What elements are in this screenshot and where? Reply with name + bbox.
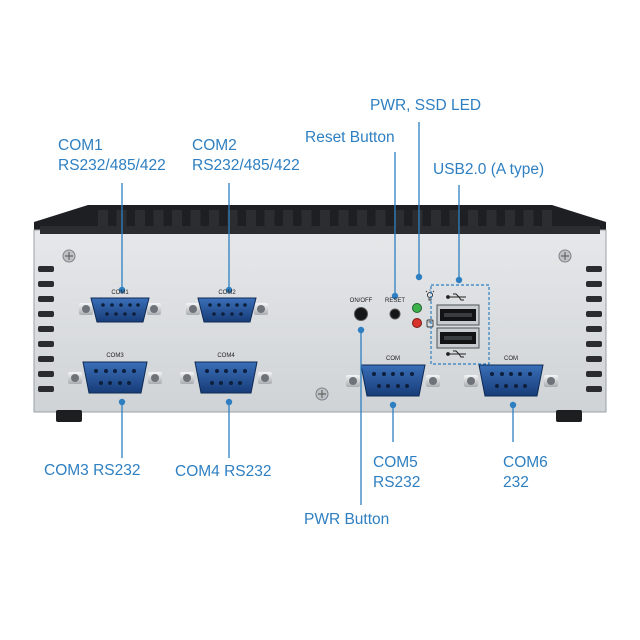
com1-port[interactable]	[79, 297, 161, 323]
usb-icon	[446, 293, 466, 301]
vent-slot	[586, 386, 602, 392]
screw-icon	[315, 387, 329, 401]
fin-vent	[153, 210, 164, 228]
fin-vent	[283, 210, 293, 228]
callout-com3: COM3 RS232	[44, 462, 141, 479]
fin-vent	[468, 210, 478, 228]
panel-label-com2: COM2	[218, 290, 236, 296]
vent-slot	[38, 356, 54, 362]
callout-com1: COM1 RS232/485/422	[58, 136, 166, 176]
vent-slot	[38, 386, 54, 392]
fin-vent	[264, 210, 275, 228]
screw-icon	[558, 249, 572, 263]
fin-vent	[357, 210, 367, 228]
usb-port-1[interactable]	[436, 304, 480, 326]
fin-vent	[505, 210, 515, 228]
screw-icon	[62, 249, 76, 263]
callout-com2-name: COM2	[192, 137, 237, 154]
com2-port[interactable]	[186, 297, 268, 323]
fin-vent	[449, 210, 460, 228]
callout-com6: COM6 232	[503, 453, 548, 493]
com3-port[interactable]	[68, 361, 162, 394]
vent-slot	[38, 341, 54, 347]
fin-vent	[338, 210, 349, 228]
fin-vent	[431, 210, 441, 228]
fin-vent	[486, 210, 497, 228]
foot-left	[56, 410, 82, 422]
vent-slot	[586, 266, 602, 272]
reset-button[interactable]	[389, 308, 401, 320]
fin-vent	[135, 210, 145, 228]
callout-com1-type: RS232/485/422	[58, 157, 166, 174]
fin-vent	[542, 210, 552, 228]
vent-slot	[38, 371, 54, 377]
pwr-led	[412, 303, 422, 313]
panel-label-com5: COM	[386, 356, 400, 362]
fin-vent	[412, 210, 423, 228]
callout-reset-button: Reset Button	[305, 129, 395, 146]
vent-slot	[586, 296, 602, 302]
callout-com6-type: 232	[503, 474, 529, 491]
fin-vent	[320, 210, 330, 228]
callout-com5-name: COM5	[373, 454, 418, 471]
vent-slot	[38, 311, 54, 317]
fin-vent	[209, 210, 219, 228]
panel-label-com1: COM1	[111, 290, 129, 296]
com6-port[interactable]	[464, 364, 558, 397]
vent-slot	[586, 371, 602, 377]
chassis-top-bar	[40, 226, 600, 234]
vent-slot	[38, 296, 54, 302]
leader-lines	[121, 122, 514, 505]
fin-vent	[301, 210, 312, 228]
callout-com4: COM4 RS232	[175, 463, 272, 480]
fin-vent	[227, 210, 238, 228]
panel-label-com3: COM3	[106, 353, 124, 359]
fin-vent	[394, 210, 404, 228]
foot-right	[556, 410, 582, 422]
usb-highlight-box	[430, 284, 490, 365]
ssd-led	[412, 318, 422, 328]
callout-com1-name: COM1	[58, 137, 103, 154]
panel-label-com4: COM4	[217, 353, 235, 359]
vent-slot	[586, 341, 602, 347]
fin-vent	[246, 210, 256, 228]
com5-port[interactable]	[346, 364, 440, 397]
com4-port[interactable]	[180, 361, 272, 394]
panel-label-reset: RESET	[384, 298, 405, 304]
callout-com5-type: RS232	[373, 474, 421, 491]
vent-slot	[38, 266, 54, 272]
callout-com2: COM2 RS232/485/422	[192, 136, 300, 176]
callout-pwr-ssd-led: PWR, SSD LED	[370, 97, 482, 114]
panel-label-onoff: ON/OFF	[349, 298, 373, 304]
fin-vent	[375, 210, 386, 228]
power-button[interactable]	[354, 307, 368, 321]
vent-slot	[586, 326, 602, 332]
usb-port-2[interactable]	[436, 327, 480, 349]
vent-slot	[38, 326, 54, 332]
usb-icon	[446, 350, 466, 358]
left-vent	[38, 266, 54, 392]
vent-slot	[586, 356, 602, 362]
vent-slot	[586, 281, 602, 287]
panel-label-com6: COM	[504, 356, 518, 362]
fin-vent	[98, 210, 108, 228]
callout-com6-name: COM6	[503, 454, 548, 471]
right-vent	[586, 266, 602, 392]
callout-com2-type: RS232/485/422	[192, 157, 300, 174]
vent-slot	[586, 311, 602, 317]
callout-usb: USB2.0 (A type)	[433, 161, 545, 178]
fin-vent	[172, 210, 182, 228]
fin-vent	[190, 210, 201, 228]
callout-com5: COM5 RS232	[373, 453, 420, 493]
leader-dots	[118, 273, 517, 409]
fin-vent	[523, 210, 534, 228]
callout-pwr-button: PWR Button	[304, 511, 390, 528]
vent-slot	[38, 281, 54, 287]
